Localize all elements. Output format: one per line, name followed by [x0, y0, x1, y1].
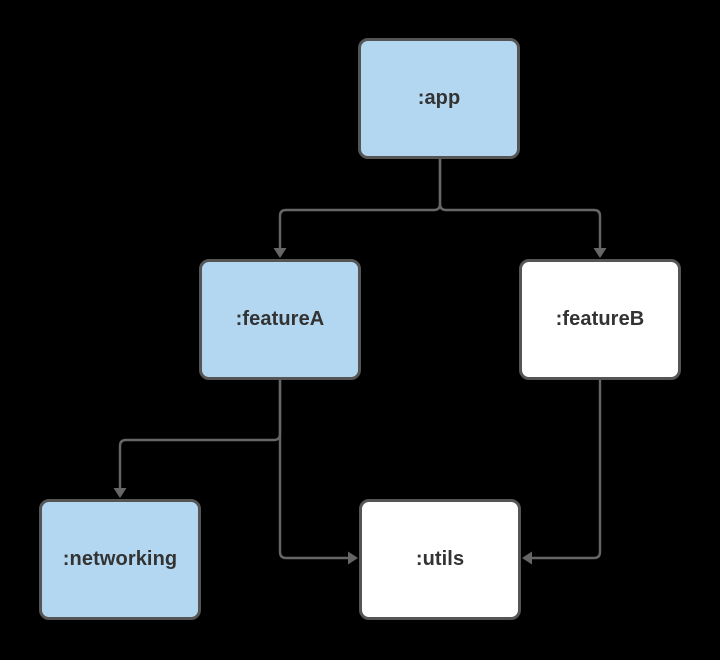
- node-app[interactable]: :app: [358, 38, 520, 159]
- arrowhead-featureB-to-utils: [522, 551, 532, 565]
- node-label-app: :app: [417, 87, 461, 109]
- node-label-featureB: :featureB: [555, 308, 645, 330]
- edge-app-to-featureA: [278, 157, 442, 250]
- arrowhead-featureA-to-networking: [113, 488, 127, 498]
- edge-path-group: [118, 157, 602, 560]
- edge-featureB-to-utils: [530, 378, 602, 560]
- node-label-featureA: :featureA: [235, 308, 325, 330]
- node-utils[interactable]: :utils: [359, 499, 521, 620]
- arrowhead-app-to-featureB: [593, 248, 607, 258]
- edge-featureA-to-networking: [118, 378, 282, 490]
- node-label-networking: :networking: [62, 548, 178, 570]
- edge-app-to-featureB: [438, 157, 602, 250]
- node-featureA[interactable]: :featureA: [199, 259, 361, 380]
- arrowhead-app-to-featureA: [273, 248, 287, 258]
- arrowhead-featureA-to-utils: [348, 551, 358, 565]
- node-networking[interactable]: :networking: [39, 499, 201, 620]
- node-featureB[interactable]: :featureB: [519, 259, 681, 380]
- edge-arrow-group: [113, 248, 607, 565]
- node-label-utils: :utils: [415, 548, 465, 570]
- edge-featureA-to-utils: [278, 378, 350, 560]
